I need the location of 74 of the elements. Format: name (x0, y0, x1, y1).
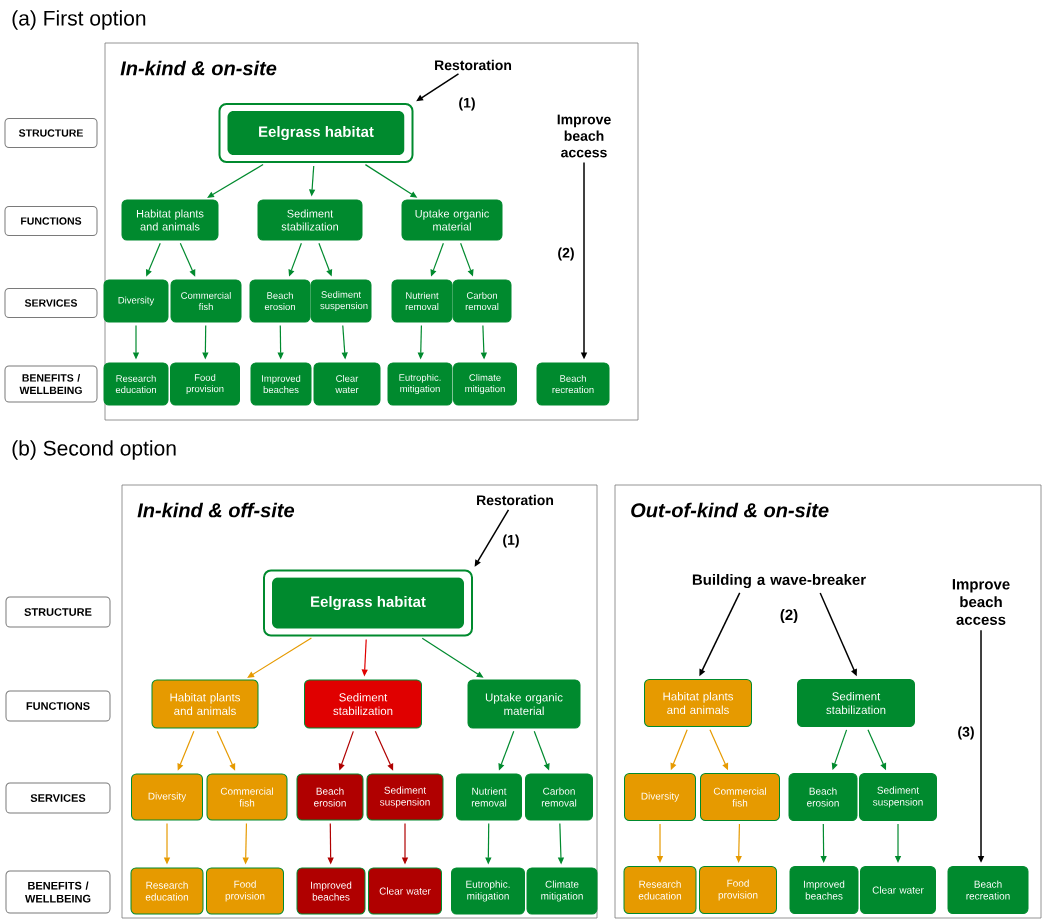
category-label: STRUCTURE (5, 596, 111, 628)
action-text: Improve beach access (952, 579, 1010, 625)
process-box: Diversity (131, 773, 203, 821)
process-box: Nutrient removal (391, 279, 453, 323)
edge-label: (1) (501, 533, 521, 549)
process-box: Clear water (368, 867, 442, 915)
node-label: Improved beaches (804, 880, 845, 900)
category-label: SERVICES (5, 782, 111, 814)
process-box: Beach erosion (249, 279, 311, 323)
action-text: Building a wave-breaker (692, 574, 866, 589)
action-text: Restoration (477, 494, 554, 506)
section-title: (a) First option (12, 10, 146, 30)
node-label: Climate mitigation (541, 880, 583, 902)
process-box: Carbon removal (525, 773, 593, 821)
process-box: Food provision (206, 867, 284, 915)
process-box: Research education (103, 362, 169, 406)
process-box: Food provision (170, 362, 240, 406)
process-box: Eutrophic. mitigation (451, 867, 525, 915)
category-label: STRUCTURE (4, 118, 98, 148)
process-box: Beach erosion (788, 773, 858, 821)
process-box: Food provision (699, 866, 777, 914)
process-box: Sediment stabilization (257, 199, 363, 241)
process-box: Commercial fish (206, 773, 288, 821)
process-box: Commercial fish (700, 773, 780, 821)
category-label: BENEFITS / WELLBEING (4, 365, 98, 403)
process-box: Sediment stabilization (797, 679, 915, 727)
category-label: FUNCTIONS (4, 206, 98, 236)
arrow (735, 823, 742, 863)
arrow (474, 509, 510, 567)
process-box: Beach erosion (296, 773, 364, 821)
process-box: Improved beaches (296, 867, 366, 915)
category-label: FUNCTIONS (5, 690, 111, 722)
process-box: Habitat plants and animals (644, 679, 752, 727)
process-box: Improved beaches (789, 866, 859, 914)
process-box: Carbon removal (452, 279, 512, 323)
process-box: Uptake organic material (467, 679, 581, 729)
arrow (247, 637, 312, 678)
process-box: Commercial fish (170, 279, 242, 323)
action-text: Improve beach access (557, 114, 611, 158)
process-box: Beach recreation (536, 362, 610, 406)
process-box: Clear water (860, 866, 936, 914)
process-box: Climate mitigation (453, 362, 517, 406)
process-box: Sediment suspension (310, 279, 372, 323)
process-box: Sediment suspension (366, 773, 444, 821)
process-box: Beach recreation (947, 866, 1029, 914)
category-label: SERVICES (4, 288, 98, 318)
process-box: Research education (130, 867, 204, 915)
process-box: Eutrophic. mitigation (387, 362, 453, 406)
section-title: (b) Second option (12, 440, 176, 460)
edge-label: (2) (556, 246, 576, 262)
step-number: (2) (780, 609, 798, 623)
edge-label: (1) (457, 96, 477, 112)
process-box: Research education (623, 866, 697, 914)
process-box: Climate mitigation (526, 867, 598, 915)
process-box: Sediment suspension (859, 773, 937, 821)
process-box: Sediment stabilization (304, 679, 422, 729)
arrow (416, 73, 460, 102)
process-box: Diversity (624, 773, 696, 821)
action-text: Restoration (435, 59, 512, 71)
process-box: Clear water (313, 362, 381, 406)
node-label: Clear water (872, 886, 924, 894)
process-box: Habitat plants and animals (121, 199, 219, 241)
process-box: Improved beaches (250, 362, 312, 406)
process-box: Uptake organic material (401, 199, 503, 241)
category-label: BENEFITS / WELLBEING (5, 870, 111, 914)
node-label: Eutrophic. mitigation (466, 880, 510, 902)
habitat-box: Eelgrass habitat (218, 103, 414, 163)
process-box: Habitat plants and animals (151, 679, 259, 729)
arrow (207, 163, 264, 198)
arrow (820, 823, 827, 863)
habitat-box: Eelgrass habitat (263, 569, 473, 637)
process-box: Nutrient removal (456, 773, 522, 821)
edge-label: (3) (956, 725, 976, 741)
process-box: Diversity (103, 279, 169, 323)
